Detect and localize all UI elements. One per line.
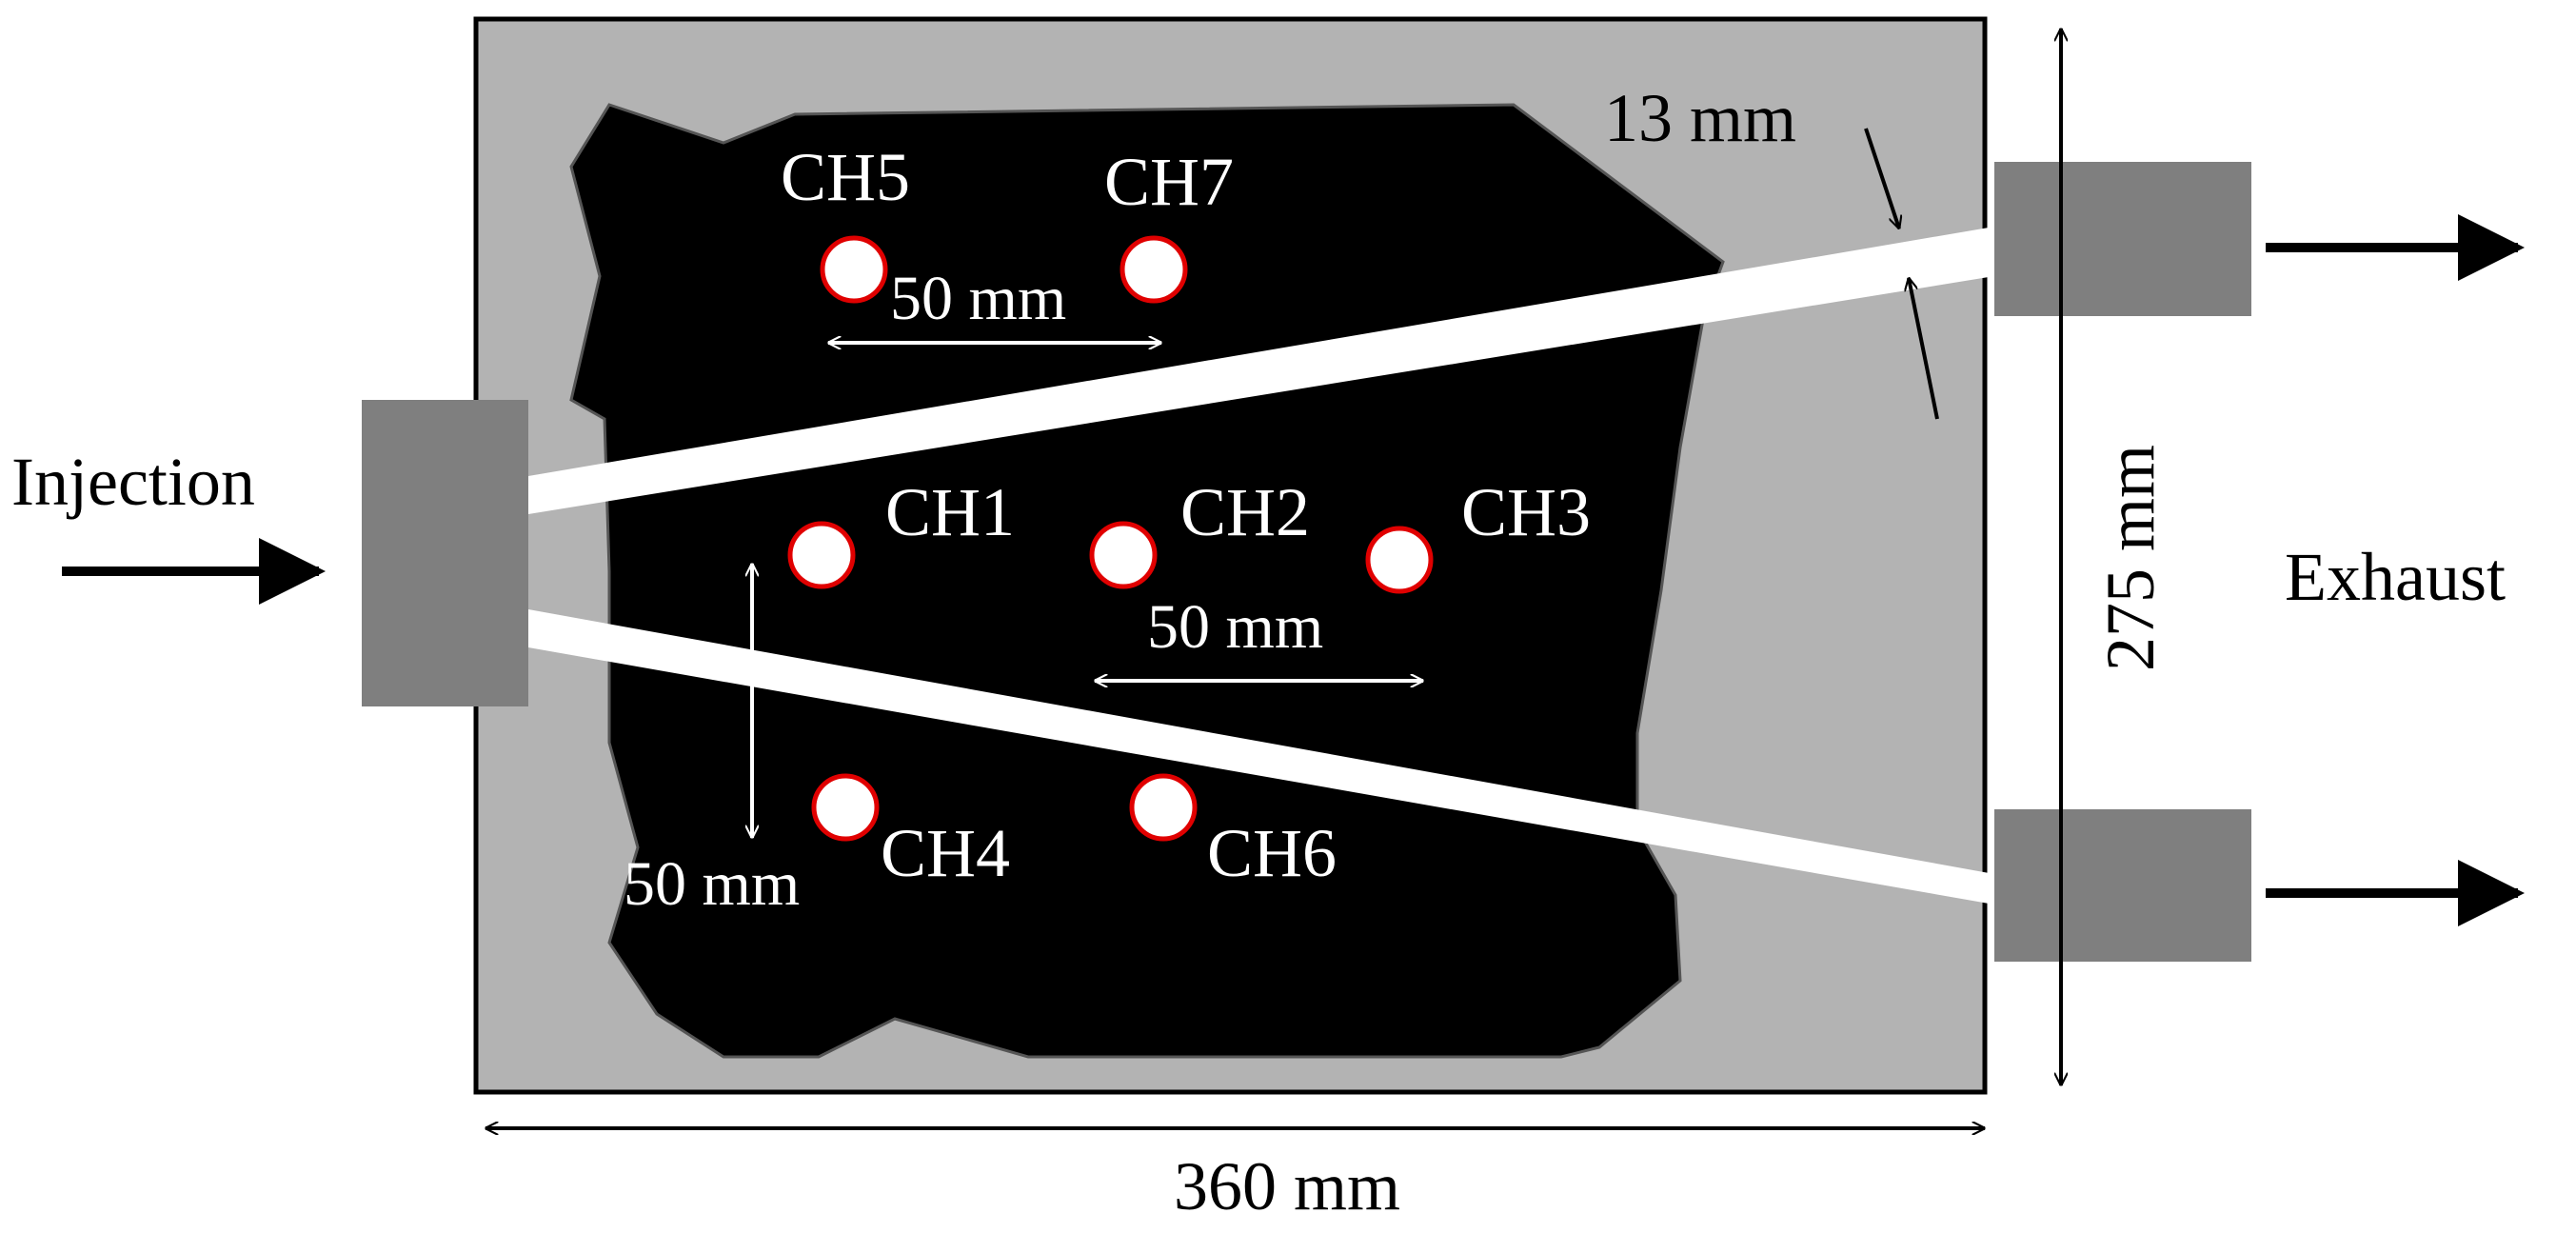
- exhaust-label: Exhaust: [2285, 539, 2506, 615]
- sensor-ch7: [1120, 235, 1188, 304]
- sensor-ch6: [1129, 773, 1198, 842]
- label-ch2: CH2: [1180, 474, 1310, 550]
- sensor-ch4: [811, 773, 880, 842]
- injection-port: [362, 400, 528, 706]
- sensor-ch2: [1089, 521, 1158, 589]
- label-ch3: CH3: [1461, 474, 1591, 550]
- gap-label: 13 mm: [1604, 80, 1796, 156]
- label-ch1: CH1: [885, 474, 1015, 550]
- label-ch7: CH7: [1104, 144, 1234, 220]
- width-label: 360 mm: [1174, 1148, 1400, 1224]
- gap-arrow-bottom: [1909, 278, 1939, 420]
- sensor-ch3: [1365, 526, 1434, 594]
- injection-label: Injection: [11, 444, 255, 520]
- label-ch4: CH4: [881, 815, 1010, 891]
- channel-upper: [528, 227, 1994, 514]
- sensor-ch1: [787, 521, 856, 589]
- gap-arrow-top: [1864, 128, 1899, 229]
- channel-lower: [528, 609, 1994, 905]
- height-label: 275 mm: [2092, 445, 2169, 671]
- sensor-ch5: [820, 235, 888, 304]
- spacing-label-mid: 50 mm: [1147, 592, 1323, 662]
- exhaust-port-bottom: [1994, 809, 2251, 962]
- spacing-label-top: 50 mm: [890, 264, 1066, 333]
- spacing-label-left: 50 mm: [624, 849, 800, 919]
- label-ch5: CH5: [781, 139, 910, 215]
- exhaust-port-top: [1994, 162, 2251, 316]
- label-ch6: CH6: [1207, 815, 1337, 891]
